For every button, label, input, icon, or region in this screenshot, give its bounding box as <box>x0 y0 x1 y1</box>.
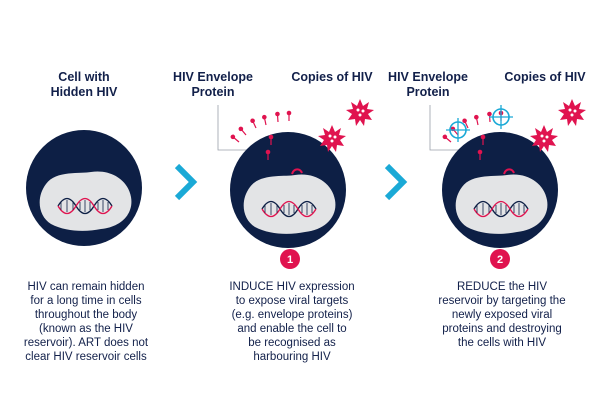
description-line: proteins and destroying <box>442 323 562 335</box>
step-number: 1 <box>287 254 293 266</box>
copies-label: Copies of HIV <box>291 70 373 84</box>
description-line: INDUCE HIV expression <box>229 281 354 293</box>
pointer-line <box>429 105 464 151</box>
description-line: the cells with HIV <box>458 337 547 349</box>
step-badge <box>490 249 510 269</box>
description-line: newly exposed viral <box>452 309 552 321</box>
description-line: and enable the cell to <box>237 323 346 335</box>
target-crosshair-icon <box>488 104 514 130</box>
description-line: (e.g. envelope proteins) <box>232 309 353 321</box>
description-line: REDUCE the HIV <box>457 281 547 293</box>
stage-3: HIV Envelope Protein Copies of HIV 2 RED… <box>388 70 586 349</box>
description-line: clear HIV reservoir cells <box>25 351 147 363</box>
stage-1: Cell with Hidden HIV HIV can remain hidd… <box>24 70 149 363</box>
stage1-description: HIV can remain hidden for a long time in… <box>24 281 149 363</box>
stage-2: HIV Envelope Protein Copies of HIV 1 IND… <box>173 70 374 363</box>
nucleus-with-dna <box>455 173 549 235</box>
description-line: throughout the body <box>35 309 138 321</box>
envelope-label-line2: Protein <box>406 85 449 99</box>
step-badge <box>280 249 300 269</box>
description-line: to expose viral targets <box>236 295 349 307</box>
stage2-description: INDUCE HIV expression to expose viral ta… <box>229 281 354 363</box>
copies-label: Copies of HIV <box>504 70 586 84</box>
description-line: harbouring HIV <box>253 351 331 363</box>
pointer-line <box>217 105 252 151</box>
stage1-title-line1: Cell with <box>58 70 109 84</box>
step-number: 2 <box>497 254 503 266</box>
chevron-right-icon <box>387 166 403 198</box>
virus-icon <box>558 99 586 126</box>
envelope-label-line2: Protein <box>191 85 234 99</box>
chevron-right-icon <box>177 166 193 198</box>
envelope-label-line1: HIV Envelope <box>388 70 468 84</box>
description-line: for a long time in cells <box>30 295 141 307</box>
description-line: reservoir). ART does not <box>24 337 149 349</box>
description-line: (known as the HIV <box>39 323 133 335</box>
description-line: reservoir by targeting the <box>438 295 565 307</box>
description-line: be recognised as <box>248 337 336 349</box>
nucleus-with-dna <box>243 173 337 235</box>
virus-icon <box>346 99 374 126</box>
stage3-description: REDUCE the HIV reservoir by targeting th… <box>438 281 565 349</box>
description-line: HIV can remain hidden <box>28 281 145 293</box>
stage1-title-line2: Hidden HIV <box>51 85 118 99</box>
envelope-label-line1: HIV Envelope <box>173 70 253 84</box>
nucleus-with-dna <box>39 170 133 232</box>
